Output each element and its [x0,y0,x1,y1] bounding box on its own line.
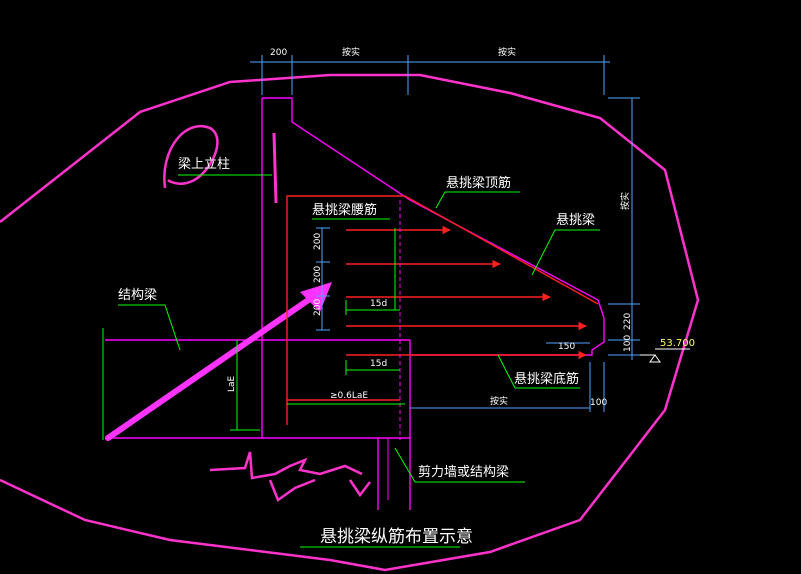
dim-right-actual: 按实 [619,192,631,210]
dim-bottom-100: 100 [590,398,607,408]
hand-drawn-scribble [209,451,371,502]
dim-lae-vertical: LaE [227,375,237,392]
rebar-group [286,195,599,425]
column-dashes [261,200,401,440]
label-structural-beam: 结构梁 [118,288,157,303]
dim-right-220: 220 [623,313,633,330]
label-column-on-beam: 梁上立柱 [178,157,230,172]
label-top-bar: 悬挑梁顶筋 [446,175,511,191]
elevation-value: 53.700 [660,338,695,349]
structure-outline [105,97,605,510]
diagram-title: 悬挑梁纵筋布置示意 [320,527,473,547]
dim-top-200: 200 [270,48,287,58]
dim-top-actual-2: 按实 [498,46,516,58]
label-shear-wall: 剪力墙或结构梁 [418,464,509,480]
dim-15d-b: 15d [370,359,387,369]
dim-left-200-c: 200 [313,299,323,316]
dim-right-100: 100 [623,335,633,352]
dim-bottom-actual: 按实 [490,395,508,407]
elevation-marker [640,348,690,363]
label-bottom-bar: 悬挑梁底筋 [514,371,579,387]
dim-left-200-a: 200 [313,233,323,250]
label-cantilever-beam: 悬挑梁 [556,213,595,228]
dim-top-actual-1: 按实 [342,46,360,58]
dim-150: 150 [558,342,575,352]
label-side-bar: 悬挑梁腰筋 [312,202,377,218]
hand-drawn-stroke-column [272,132,278,204]
hand-drawn-outline [0,73,700,572]
dim-left-200-b: 200 [313,266,323,283]
dimension-lines [250,55,640,412]
annotation-arrow [105,282,332,441]
top-bar [286,195,599,425]
dim-15d-a: 15d [370,299,387,309]
hand-drawn-number-2 [163,125,219,189]
leader-lines [102,174,600,548]
dim-lae-horizontal: ≥0.6LaE [330,391,368,401]
